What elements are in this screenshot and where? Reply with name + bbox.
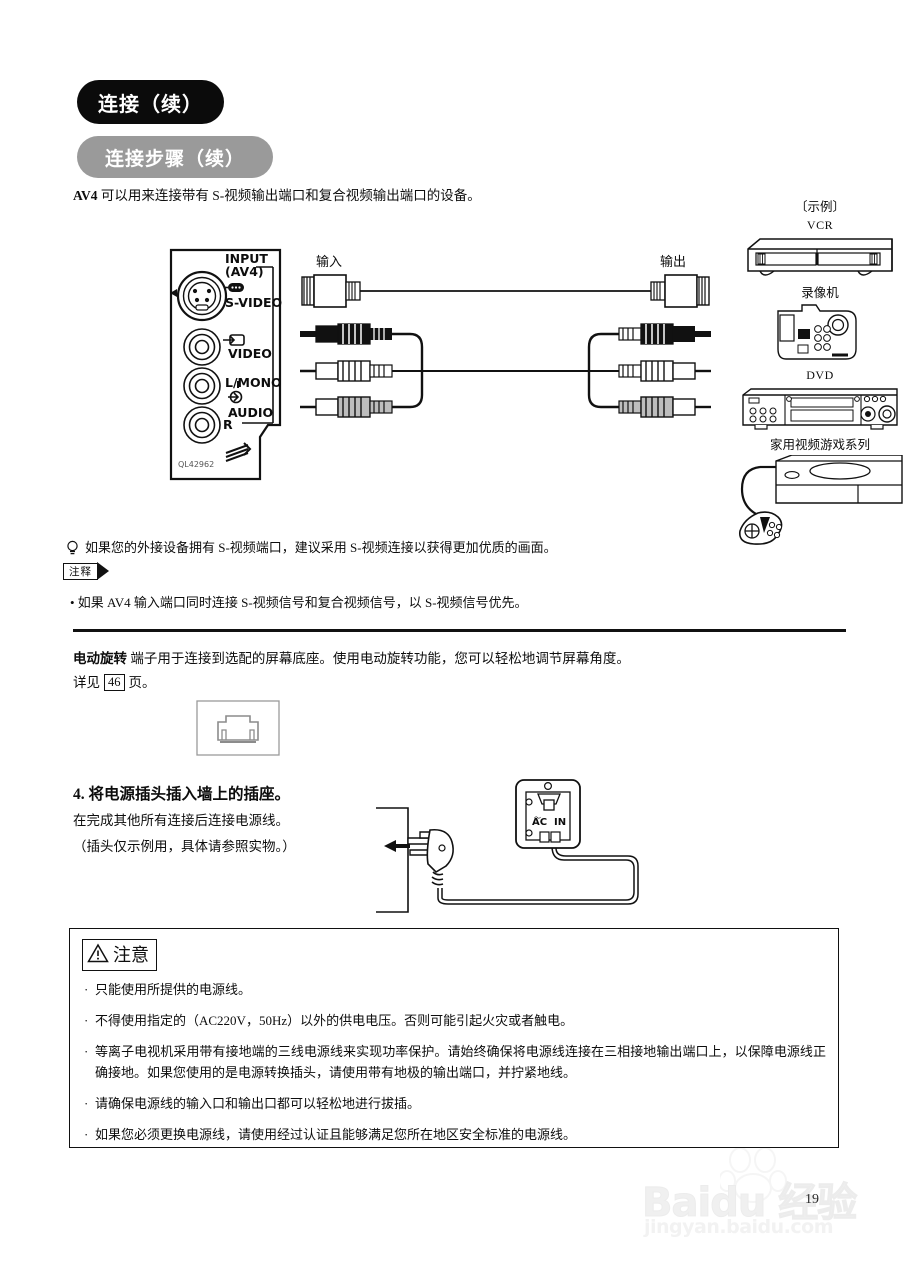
caution-bullet: · [84,1127,89,1142]
svideo-tip-text: 如果您的外接设备拥有 S-视频端口，建议采用 S-视频连接以获得更加优质的画面。 [85,540,557,555]
watermark-main-text: Baidu 经验 [641,1180,857,1227]
caution-item-text: 如果您必须更换电源线，请使用经过认证且能够满足您所在地区安全标准的电源线。 [95,1127,577,1142]
section-divider [73,629,846,632]
swivel-term: 电动旋转 [73,651,127,666]
swivel-page-reference: 详见 46 页。 [73,672,156,693]
lmono-label: L/MONO [225,375,282,390]
in-label: IN [554,817,567,828]
caution-item: · 请确保电源线的输入口和输出口都可以轻松地进行拔插。 [84,1093,826,1114]
video-label: VIDEO [228,346,272,361]
cable-input-label: 输入 [316,254,343,269]
device-label-dvd: DVD [806,368,834,382]
caution-badge: 注意 [82,939,157,971]
baidu-watermark: Baidu 经验 jingyan.baidu.com [641,1148,872,1248]
intro-paragraph: AV4 可以用来连接带有 S-视频输出端口和复合视频输出端口的设备。 [73,186,833,205]
swivel-text: 端子用于连接到选配的屏幕底座。使用电动旋转功能，您可以轻松地调节屏幕角度。 [127,651,630,666]
caution-item-text: 不得使用指定的（AC220V，50Hz）以外的供电电压。否则可能引起火灾或者触电… [95,1013,574,1028]
swivel-port-diagram [196,700,280,761]
caution-item: · 等离子电视机采用带有接地端的三线电源线来实现功率保护。请始终确保将电源线连接… [84,1041,826,1083]
note-text: • 如果 AV4 输入端口同时连接 S-视频信号和复合视频信号，以 S-视频信号… [70,595,528,610]
paw-icon [720,1148,787,1203]
device-label-camcorder: 录像机 [801,286,839,300]
dvd-player-icon [742,388,898,430]
power-plug-diagram: ～ AC IN [370,770,670,925]
cable-output-label: 输出 [660,254,687,269]
swivel-paragraph: 电动旋转 端子用于连接到选配的屏幕底座。使用电动旋转功能，您可以轻松地调节屏幕角… [73,648,863,669]
lightbulb-icon [66,540,79,556]
ac-wave-symbol: ～ [534,814,541,822]
vcr-icon [747,238,893,276]
example-device-list: 〔示例〕 VCR 录像机 [720,197,906,547]
page-title: 连接（续） [77,80,224,124]
see-prefix: 详见 [73,675,100,690]
caution-box: 注意 · 只能使用所提供的电源线。 · 不得使用指定的（AC220V，50Hz）… [69,928,839,1148]
ac-label: AC [532,817,548,828]
see-suffix: 页。 [128,675,156,690]
step-4-heading: 4. 将电源插头插入墙上的插座。 [73,786,291,803]
step-4-note: （插头仅示例用，具体请参照实物。） [73,839,296,854]
caution-item: · 不得使用指定的（AC220V，50Hz）以外的供电电压。否则可能引起火灾或者… [84,1010,826,1031]
caution-item: · 如果您必须更换电源线，请使用经过认证且能够满足您所在地区安全标准的电源线。 [84,1124,826,1145]
caution-item-text: 请确保电源线的输入口和输出口都可以轻松地进行拔插。 [95,1096,421,1111]
svideo-tip: 如果您的外接设备拥有 S-视频端口，建议采用 S-视频连接以获得更加优质的画面。 [66,538,846,558]
panel-model-code: QL42962 [178,460,215,469]
caution-bullet: · [84,1096,89,1111]
caution-bullet: · [84,1013,89,1028]
watermark-sub-text: jingyan.baidu.com [644,1216,834,1238]
example-caption: 〔示例〕 [794,200,845,214]
caution-badge-text: 注意 [113,945,149,965]
note-badge-label: 注释 [63,562,98,580]
caution-item: · 只能使用所提供的电源线。 [84,979,826,1000]
audio-label: AUDIO [228,405,274,420]
page-number: 19 [805,1192,819,1207]
intro-text: 可以用来连接带有 S-视频输出端口和复合视频输出端口的设备。 [97,188,481,203]
caution-item-list: · 只能使用所提供的电源线。 · 不得使用指定的（AC220V，50Hz）以外的… [84,979,826,1155]
warning-triangle-icon [87,942,109,968]
camcorder-icon [777,304,857,360]
tv-jack-panel: INPUT (AV4) S-VIDEO VIDEO L/MONO AUDIO R… [168,247,300,489]
page-reference-number: 46 [104,674,125,691]
caution-item-text: 等离子电视机采用带有接地端的三线电源线来实现功率保护。请始终确保将电源线连接在三… [95,1044,826,1080]
note-badge-arrow-icon [97,562,109,580]
game-console-icon [738,455,903,545]
step-4-subtext: 在完成其他所有连接后连接电源线。 [73,813,289,828]
section-subtitle: 连接步骤（续） [77,136,273,178]
intro-bold-prefix: AV4 [73,188,98,203]
device-label-vcr: VCR [806,218,834,232]
caution-bullet: · [84,982,89,997]
cable-illustration: 输入 输出 [298,254,713,445]
svideo-label: S-VIDEO [225,295,283,310]
r-channel-label: R [223,417,233,432]
input-label: INPUT (AV4) [225,251,268,279]
av4-connection-diagram: INPUT (AV4) S-VIDEO VIDEO L/MONO AUDIO R… [60,200,903,545]
note-badge: 注释 [63,562,109,580]
device-label-game-console: 家用视频游戏系列 [769,438,870,452]
caution-bullet: · [84,1044,89,1059]
caution-item-text: 只能使用所提供的电源线。 [95,982,252,997]
